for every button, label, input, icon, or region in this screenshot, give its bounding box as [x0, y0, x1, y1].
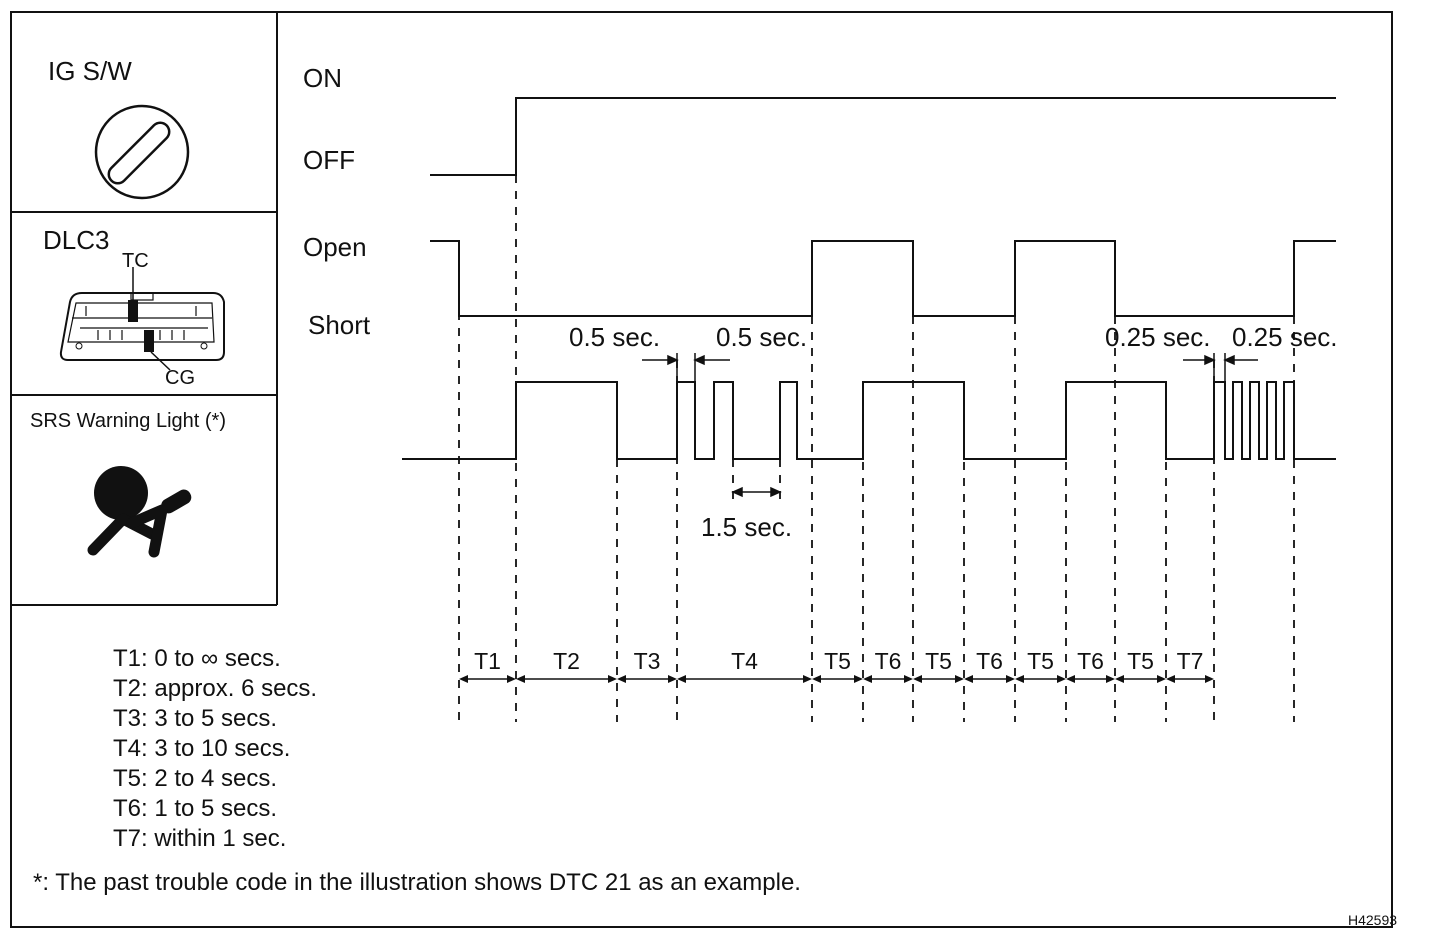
legend-item: T5: 2 to 4 secs. — [113, 765, 278, 792]
legend-item: T6: 1 to 5 secs. — [113, 795, 278, 822]
interval-row: T1 T2 T3 T4 T5 T6 T5 T6 T5 T6 T5 T7 — [459, 648, 1214, 683]
figure-id: H42593 — [1348, 912, 1398, 928]
outer-frame — [10, 11, 1393, 928]
interval-arrowhead — [507, 675, 516, 683]
interval-label: T5 — [925, 648, 952, 674]
interval-label: T5 — [1027, 648, 1054, 674]
legend-item: T4: 3 to 10 secs. — [113, 735, 291, 762]
dlc3-connector-icon — [59, 267, 225, 371]
interval-arrowhead — [854, 675, 863, 683]
note-fast-off: 0.25 sec. — [1232, 322, 1338, 352]
interval-arrowhead — [608, 675, 617, 683]
note-fast-on: 0.25 sec. — [1105, 322, 1211, 352]
note-pulse-on: 0.5 sec. — [569, 322, 660, 352]
footnote: *: The past trouble code in the illustra… — [33, 869, 801, 896]
interval-arrowhead — [677, 675, 686, 683]
level-short: Short — [308, 310, 371, 340]
interval-arrowhead — [1115, 675, 1124, 683]
timing-arrows — [642, 353, 1258, 498]
interval-legend: T1: 0 to ∞ secs. T2: approx. 6 secs. T3:… — [113, 644, 317, 854]
interval-label: T6 — [976, 648, 1003, 674]
level-open: Open — [303, 232, 367, 262]
interval-arrowhead — [863, 675, 872, 683]
interval-arrowhead — [904, 675, 913, 683]
dlc3-label: DLC3 — [43, 225, 109, 255]
interval-arrowhead — [1057, 675, 1066, 683]
interval-arrowhead — [803, 675, 812, 683]
interval-arrowhead — [1205, 675, 1214, 683]
interval-arrowhead — [617, 675, 626, 683]
interval-arrowhead — [964, 675, 973, 683]
legend-item: T2: approx. 6 secs. — [113, 675, 318, 702]
interval-arrowhead — [1166, 675, 1175, 683]
interval-arrowhead — [516, 675, 525, 683]
interval-label: T3 — [634, 648, 661, 674]
srs-waveform — [402, 381, 1336, 460]
legend-item: T1: 0 to ∞ secs. — [113, 645, 281, 672]
interval-label: T5 — [824, 648, 851, 674]
note-gap: 1.5 sec. — [701, 512, 792, 542]
interval-label: T6 — [875, 648, 902, 674]
level-on: ON — [303, 63, 342, 93]
interval-arrowhead — [668, 675, 677, 683]
interval-arrowhead — [1157, 675, 1166, 683]
dashed-guides — [458, 175, 1295, 722]
level-off: OFF — [303, 145, 355, 175]
interval-label: T6 — [1077, 648, 1104, 674]
interval-label: T2 — [553, 648, 580, 674]
interval-arrowhead — [913, 675, 922, 683]
note-pulse-off: 0.5 sec. — [716, 322, 807, 352]
interval-arrowhead — [1006, 675, 1015, 683]
dlc3-waveform — [430, 240, 1336, 317]
tc-label: TC — [122, 250, 149, 272]
interval-arrowhead — [1015, 675, 1024, 683]
interval-label: T7 — [1177, 648, 1204, 674]
legend-item: T3: 3 to 5 secs. — [113, 705, 278, 732]
legend-item: T7: within 1 sec. — [113, 825, 287, 852]
srs-label: SRS Warning Light (*) — [30, 410, 226, 432]
interval-arrowhead — [1106, 675, 1115, 683]
interval-arrowhead — [1066, 675, 1075, 683]
cg-label: CG — [165, 367, 195, 389]
interval-arrowhead — [459, 675, 468, 683]
ig-sw-label: IG S/W — [48, 56, 132, 86]
interval-label: T4 — [731, 648, 758, 674]
interval-arrowhead — [812, 675, 821, 683]
srs-airbag-icon — [87, 466, 192, 558]
ig-sw-waveform — [430, 97, 1336, 176]
interval-label: T5 — [1127, 648, 1154, 674]
ignition-key-icon — [94, 104, 190, 200]
interval-label: T1 — [474, 648, 501, 674]
interval-arrowhead — [955, 675, 964, 683]
